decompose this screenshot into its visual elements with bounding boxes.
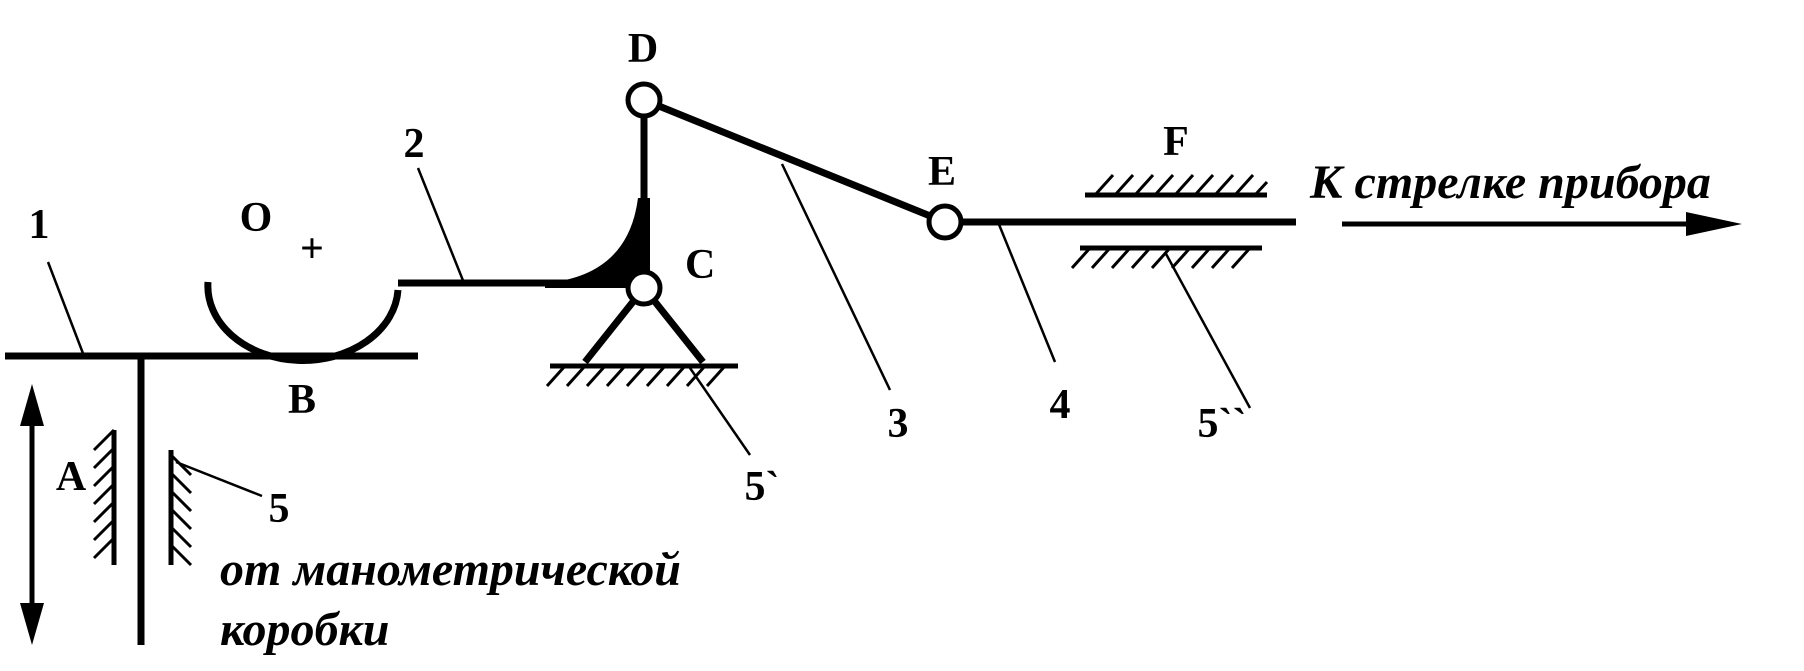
label-f: F bbox=[1163, 119, 1189, 165]
joint-d bbox=[625, 81, 663, 119]
label-d: D bbox=[628, 26, 658, 72]
leader-4 bbox=[996, 221, 1057, 363]
vertical-motion-arrow bbox=[20, 384, 44, 645]
link-2 bbox=[204, 100, 650, 364]
label-o: O bbox=[240, 195, 273, 241]
center-mark: + bbox=[300, 226, 324, 272]
joint-c bbox=[625, 269, 663, 307]
label-support-5b: 5`` bbox=[1198, 401, 1247, 447]
joint-e bbox=[926, 203, 964, 241]
label-link-1: 1 bbox=[29, 202, 50, 248]
leader-2 bbox=[416, 167, 466, 284]
label-b: B bbox=[288, 377, 316, 423]
label-link-4: 4 bbox=[1050, 382, 1071, 428]
label-link-3: 3 bbox=[888, 401, 909, 447]
guide-f bbox=[1085, 173, 1269, 198]
link-3 bbox=[642, 96, 947, 226]
link-1 bbox=[5, 352, 418, 645]
leader-5a bbox=[688, 367, 752, 456]
guide-5b bbox=[1070, 245, 1262, 409]
label-support-5: 5 bbox=[269, 486, 290, 532]
leader-3 bbox=[780, 163, 892, 391]
caption-to-pointer: К стрелке прибора bbox=[1309, 156, 1711, 209]
leader-5 bbox=[175, 460, 263, 498]
label-a: A bbox=[56, 454, 87, 500]
support-5a bbox=[545, 285, 752, 456]
label-support-5a: 5` bbox=[745, 464, 780, 510]
guide-a bbox=[92, 428, 117, 565]
label-e: E bbox=[928, 149, 956, 195]
output-arrow bbox=[1342, 212, 1742, 236]
link-2-fillet bbox=[545, 198, 650, 288]
guide-5 bbox=[168, 450, 263, 567]
leader-5b bbox=[1163, 251, 1252, 409]
leader-1 bbox=[46, 261, 86, 357]
caption-from-box-line2: коробки bbox=[220, 603, 389, 656]
caption-from-box-line1: от манометрической bbox=[220, 543, 681, 596]
cam-arc bbox=[204, 281, 402, 364]
label-c: C bbox=[685, 242, 715, 288]
label-link-2: 2 bbox=[404, 121, 425, 167]
